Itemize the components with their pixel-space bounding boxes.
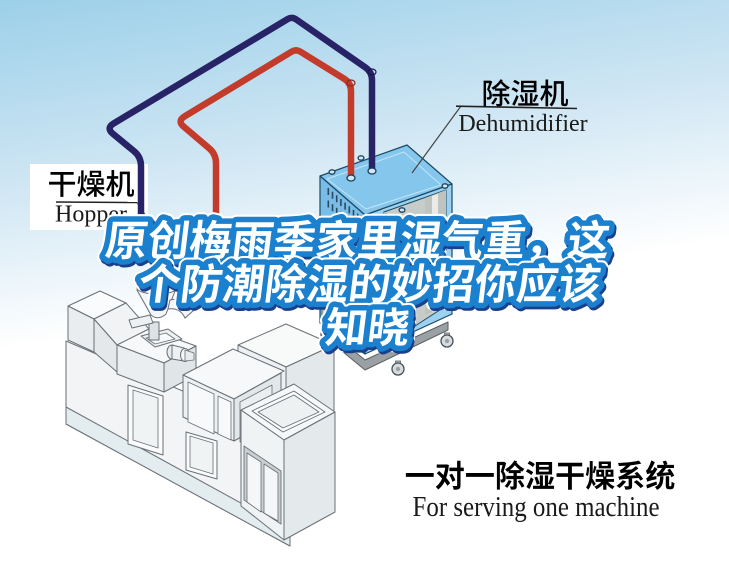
svg-text:Dehumidifier: Dehumidifier — [458, 111, 587, 137]
svg-text:For serving one machine: For serving one machine — [413, 492, 660, 523]
